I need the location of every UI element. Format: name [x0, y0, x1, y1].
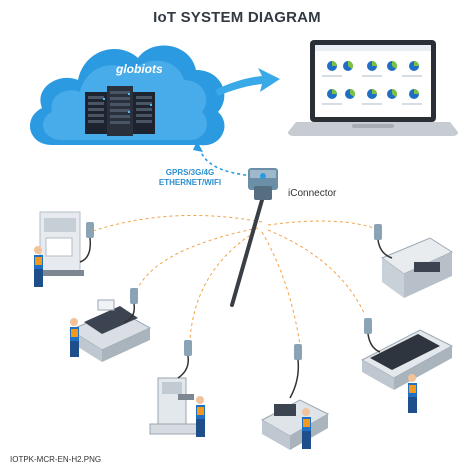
sensor-icon [364, 318, 381, 353]
sensor-icon [289, 344, 302, 399]
iot-connector-icon [230, 168, 278, 307]
machine-laser [68, 288, 152, 362]
server-rack-icon [85, 86, 155, 136]
footer-code: IOTPK-MCR-EN-H2.PNG [10, 455, 102, 464]
dashboard-widgets [322, 61, 422, 105]
cloud-link [199, 147, 256, 177]
machine-press [34, 211, 94, 287]
arrow-right-icon [215, 68, 280, 96]
worker-icon [302, 408, 311, 449]
link-conveyor [267, 229, 366, 316]
device-label: iConnector [288, 188, 337, 199]
sensor-icon [123, 288, 138, 323]
worker-icon [408, 374, 417, 413]
machine-milling [149, 340, 205, 437]
cloud-brand-text: globiots [116, 62, 163, 76]
worker-icon [34, 246, 43, 287]
machine-conveyor [360, 318, 454, 413]
connection-label: GPRS/3G/4G ETHERNET/WIFI [130, 168, 250, 188]
sensor-icon [177, 340, 192, 379]
link-milling [189, 231, 256, 341]
laptop-icon [288, 40, 458, 136]
machine-lathe [260, 344, 330, 450]
connection-line-1: GPRS/3G/4G [165, 168, 215, 177]
link-lathe [261, 231, 301, 346]
sensor-icon [374, 224, 393, 259]
dashed-links [89, 214, 381, 346]
link-laser [134, 227, 259, 296]
link-press [89, 214, 263, 233]
link-cnc [267, 220, 381, 231]
connection-line-2: ETHERNET/WIFI [158, 178, 222, 187]
worker-icon [196, 396, 205, 437]
worker-icon [70, 318, 79, 357]
cloud-link-arrowhead [193, 141, 203, 152]
diagram-title: IoT SYSTEM DIAGRAM [153, 9, 321, 26]
sensor-icon [79, 222, 94, 263]
machine-cnc [374, 224, 454, 298]
